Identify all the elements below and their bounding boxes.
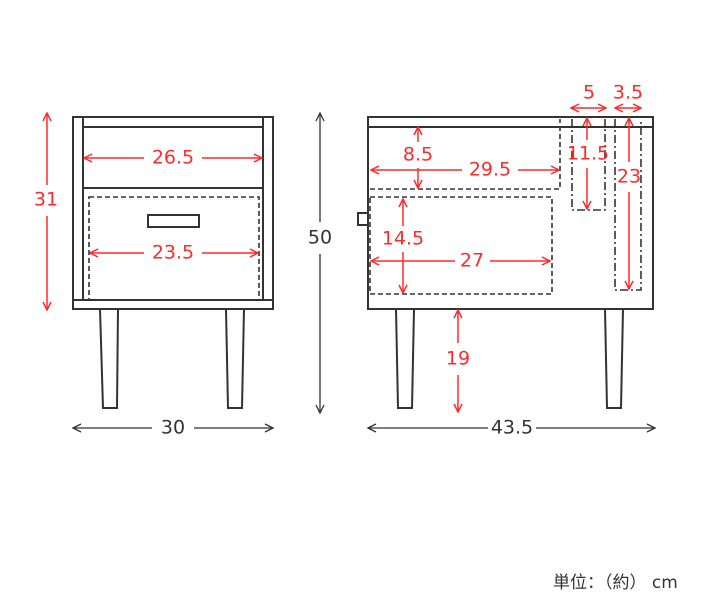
dim-drawer-width: 23.5	[152, 242, 194, 264]
front-leg-right	[225, 308, 245, 409]
dim-leg-height: 19	[446, 348, 470, 370]
dim-slot-1-width: 5	[583, 82, 595, 104]
dim-front-width: 30	[161, 417, 185, 439]
dim-total-height: 50	[308, 227, 332, 249]
front-cabinet-outline	[72, 116, 274, 310]
side-drawer	[369, 196, 553, 295]
side-leg-left	[395, 308, 415, 409]
slot-2-outline	[614, 119, 642, 291]
side-knob	[357, 212, 369, 226]
dim-drawer-depth: 27	[460, 250, 484, 272]
top-space-outline	[370, 119, 561, 190]
dim-top-space-height: 8.5	[403, 144, 433, 166]
dim-slot-2-height: 23	[617, 166, 641, 188]
dim-inner-top-width: 26.5	[152, 147, 194, 169]
front-leg-left	[99, 308, 119, 409]
side-view: 8.5 29.5 14.5 27 5 3.5 11.5 23 19 43.5	[357, 82, 655, 439]
dim-slot-2-width: 3.5	[613, 82, 643, 104]
dim-front-height: 31	[34, 189, 58, 211]
units-label: 単位：（約） cm	[553, 573, 678, 593]
slot-1-outline	[571, 119, 606, 211]
front-drawer	[88, 196, 260, 301]
dim-side-depth: 43.5	[491, 417, 533, 439]
front-view: 26.5 23.5 31 30	[34, 113, 274, 439]
dim-top-space-width: 29.5	[469, 159, 511, 181]
drawer-handle	[147, 214, 200, 228]
dim-slot-1-height: 11.5	[567, 143, 609, 165]
side-leg-right	[604, 308, 624, 409]
dim-drawer-height: 14.5	[382, 228, 424, 250]
